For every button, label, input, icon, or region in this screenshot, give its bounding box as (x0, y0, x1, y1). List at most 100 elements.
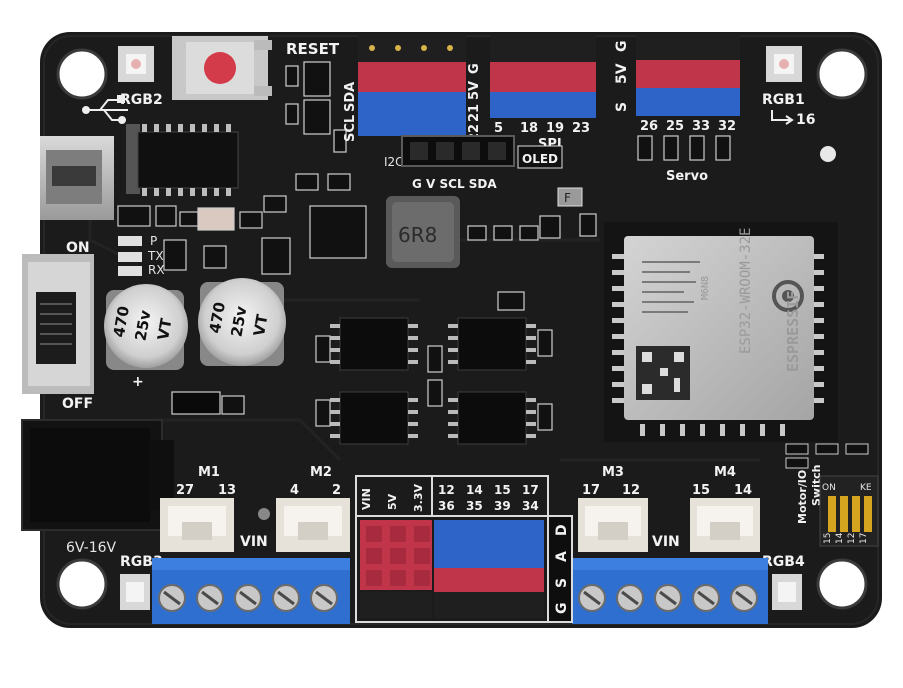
motor-driver-chip (330, 391, 418, 445)
sw-pin-2: 14 (835, 532, 845, 544)
servo-pin-3: 33 (692, 119, 710, 134)
oled-label: OLED (522, 152, 558, 166)
motor-connector-m4 (690, 498, 760, 552)
i2c-label: I2C (384, 155, 404, 169)
servo-pin-4: 32 (718, 119, 736, 134)
spi-pin-3: 19 (546, 121, 564, 136)
status-leds (118, 236, 142, 276)
espressif-logo-icon (772, 280, 804, 312)
hdr-g-label: G (554, 603, 570, 615)
pin21-label: 21 (467, 104, 482, 122)
m4-pin-a: 15 (692, 483, 710, 498)
gpio-top-4: 17 (522, 483, 539, 497)
usb-icon (82, 95, 128, 124)
servo-pin-2: 25 (666, 119, 684, 134)
i2c-g-label: G (467, 63, 482, 74)
motor-io-label: Motor/IO (796, 470, 809, 524)
rgb-led-icon (120, 574, 150, 610)
servo-5v-label: 5V (614, 63, 630, 84)
rgb-led-icon (772, 574, 802, 610)
usb-serial-chip (126, 124, 239, 196)
gpio-bottom-1: 36 (438, 499, 455, 513)
cap1-type: VT (154, 316, 176, 341)
module-name: ESP32-WROOM-32E (738, 228, 754, 354)
led-tx-label: TX (147, 249, 164, 263)
m4-label: M4 (714, 465, 736, 480)
dip-ke-label: KE (860, 483, 872, 493)
servo-s-label: S (614, 102, 630, 112)
sw-pin-3: 12 (847, 533, 857, 544)
i2c-pin-header (358, 34, 466, 136)
m3-pin-b: 12 (622, 483, 640, 498)
capacitor-icon: 470 25v VT (104, 284, 188, 370)
motor-connector-m1 (160, 498, 234, 552)
hdr-d-label: D (554, 524, 570, 536)
on-label: ON (66, 240, 90, 256)
module-brand: ESPRESSIF (784, 291, 802, 372)
m4-pin-b: 14 (734, 483, 752, 498)
cap1-voltage: 25v (132, 309, 155, 343)
scl-label: SCL (343, 115, 358, 142)
mounting-hole (816, 558, 868, 610)
motor-driver-chip (448, 317, 536, 371)
inductor-label: 6R8 (398, 223, 437, 247)
hdr-vin-label: VIN (360, 488, 373, 510)
servo-pin-1: 26 (640, 119, 658, 134)
module-code: M6N8 (700, 276, 711, 300)
hdr-3v3-label: 3.3V (412, 484, 425, 512)
mounting-hole (56, 558, 108, 610)
spi-pin-2: 18 (520, 121, 538, 136)
sda-label: SDA (343, 82, 358, 112)
spi-pin-1: 5 (494, 121, 503, 136)
led-p-label: P (150, 234, 157, 248)
esp32-module (604, 222, 838, 442)
power-inductor (386, 196, 460, 268)
voltage-label: 6V-16V (66, 540, 117, 556)
sw-pin-1: 15 (823, 533, 833, 544)
hdr-a-label: A (554, 551, 570, 562)
dip-on-label: ON (822, 483, 836, 493)
m2-pin-b: 2 (332, 483, 341, 498)
smd-components (285, 61, 347, 153)
vin-left-label: VIN (240, 534, 268, 550)
hdr-5v-label: 5V (386, 493, 399, 510)
servo-pin-header (636, 34, 740, 116)
servo-label: Servo (666, 169, 708, 184)
m1-pin-a: 27 (176, 483, 194, 498)
gpio-bottom-3: 39 (494, 499, 511, 513)
cap1-value: 470 (110, 305, 133, 339)
dc-power-jack (21, 419, 174, 531)
power-pin-header (360, 520, 432, 618)
rgb2-label: RGB2 (120, 92, 163, 108)
led-rx-label: RX (148, 263, 165, 277)
rgb-led-icon (118, 46, 154, 82)
reset-button (172, 36, 272, 100)
rgb-led-icon (766, 46, 802, 82)
off-label: OFF (62, 396, 93, 412)
spi-pin-4: 23 (572, 121, 590, 136)
m1-label: M1 (198, 465, 220, 480)
screw-terminal-right (572, 558, 768, 624)
sw-pin-4: 17 (859, 533, 869, 544)
screw-terminal-left (152, 558, 350, 624)
mounting-hole (56, 48, 108, 100)
rgb4-label: RGB4 (762, 554, 805, 570)
m1-pin-b: 13 (218, 483, 236, 498)
micro-usb-port (40, 136, 114, 220)
gpio-pin-header (434, 520, 544, 618)
m3-pin-a: 17 (582, 483, 600, 498)
rgb1-label: RGB1 (762, 92, 805, 108)
servo-g-label: G (614, 41, 630, 53)
plus-label: + (132, 374, 144, 390)
dip-switch (819, 475, 879, 547)
cap2-voltage: 25v (228, 305, 251, 339)
oled-header (401, 135, 515, 167)
spi-pin-header (490, 34, 596, 118)
m2-label: M2 (310, 465, 332, 480)
power-switch (22, 254, 94, 394)
cap2-value: 470 (206, 301, 229, 335)
hdr-s-label: S (554, 578, 570, 588)
reset-label: RESET (286, 40, 340, 58)
